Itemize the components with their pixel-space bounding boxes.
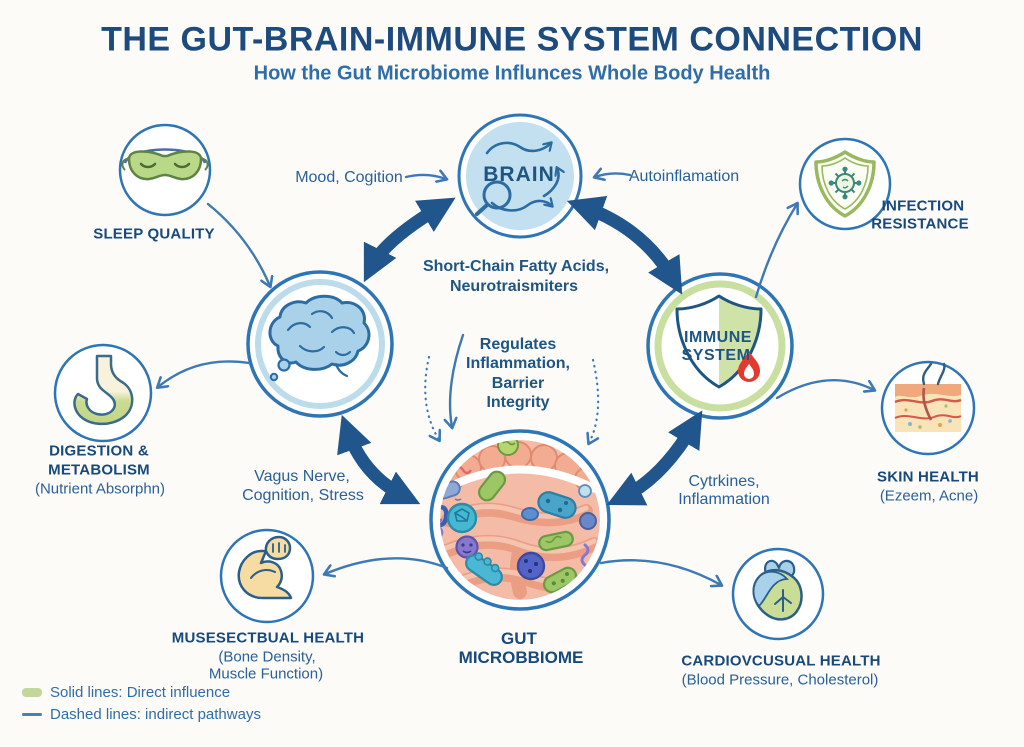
edge-label-mood: Mood, Cogition <box>295 168 403 186</box>
skin-label-1: SKIN HEALTH <box>877 468 979 486</box>
immune-hub-label-2: SYSTEM <box>681 346 751 364</box>
arrow-sleep-to-brain-left <box>206 202 270 286</box>
musculoskeletal-label-2: (Bone Density, <box>218 648 316 666</box>
brain-hub-circle <box>457 113 583 239</box>
dashed-arrow-right-to-gut <box>589 358 600 443</box>
infection-label-2: RESISTANCE <box>871 215 969 233</box>
edge-label-regulates-3: Barrier <box>491 374 545 392</box>
arrow-brain-to-left-brain <box>363 197 456 283</box>
legend-dashed-swatch <box>22 712 42 716</box>
edge-label-vagus-2: Cognition, Stress <box>242 486 364 504</box>
cardiovascular-node-circle <box>731 547 825 641</box>
flexed-arm-icon <box>237 535 293 600</box>
digestion-label-1: DIGESTION & <box>49 442 149 460</box>
arrow-mood-to-brain <box>404 175 446 179</box>
edge-label-scfa-1: Short-Chain Fatty Acids, <box>422 257 610 275</box>
arrow-center-to-gut-solid <box>450 333 465 427</box>
sleep-node-circle <box>118 123 212 217</box>
arrow-immune-to-skin <box>775 379 874 400</box>
arrow-gut-to-cardiovascular <box>599 559 721 585</box>
digestion-node-circle <box>53 343 153 443</box>
brain-pathways-icon <box>475 143 559 216</box>
arrow-gut-to-musculoskeletal <box>325 557 449 574</box>
thin-arrows <box>158 173 874 585</box>
edge-label-cytokines-1: Cytrkines, <box>688 472 760 490</box>
gut-hub-label-2: MICROBBIOME <box>458 648 584 668</box>
legend: Solid lines: Direct influence Dashed lin… <box>22 681 261 725</box>
gut-hub-label-1: GUT <box>501 629 537 649</box>
brain-hub-label: BRAIN <box>483 162 555 186</box>
edge-label-regulates-2: Inflammation, <box>465 354 571 372</box>
arrow-immune-to-infection <box>754 204 797 299</box>
edge-label-vagus-1: Vagus Nerve, <box>254 467 350 485</box>
immune-hub-label-1: IMMUNE <box>684 328 752 346</box>
skin-label-2: (Ezeem, Acne) <box>879 487 979 505</box>
page-title: THE GUT-BRAIN-IMMUNE SYSTEM CONNECTION <box>101 20 923 59</box>
arrow-immune-to-gut <box>606 410 703 506</box>
shield-virus-icon <box>814 150 876 218</box>
legend-solid-text: Solid lines: Direct influence <box>50 683 231 701</box>
legend-solid-swatch <box>22 687 42 697</box>
stomach-icon <box>73 354 134 425</box>
immune-hub-circle <box>646 272 794 420</box>
musculoskeletal-node-circle <box>219 528 315 624</box>
flame-icon <box>738 351 760 382</box>
edge-label-regulates-1: Regulates <box>479 335 557 353</box>
skin-layers-icon <box>894 362 962 432</box>
skin-node-circle <box>880 360 976 456</box>
digestion-label-3: (Nutrient Absorphn) <box>34 480 166 498</box>
thick-arrows <box>337 195 703 506</box>
legend-row-dashed: Dashed lines: indirect pathways <box>22 703 261 725</box>
digestion-label-2: METABOLISM <box>48 461 150 479</box>
sleep-mask-icon <box>121 148 209 181</box>
edge-label-autoinflammation: Autoinflamation <box>628 167 740 185</box>
cardiovascular-label-1: CARDIOVCUSUAL HEALTH <box>681 652 881 670</box>
gut-microbes-icon <box>440 440 600 600</box>
brain-icon <box>268 294 371 382</box>
infection-label-1: INFECTION <box>881 197 965 215</box>
edge-label-regulates-4: Integrity <box>486 393 550 411</box>
musculoskeletal-label-1: MUSESECTBUAL HEALTH <box>171 629 365 647</box>
arrow-left-brain-to-gut <box>337 414 421 505</box>
page-subtitle: How the Gut Microbiome Influnces Whole B… <box>253 62 771 85</box>
legend-row-solid: Solid lines: Direct influence <box>22 681 261 703</box>
heart-icon <box>752 559 803 621</box>
edge-label-cytokines-2: Inflammation <box>678 490 770 508</box>
legend-dashed-text: Dashed lines: indirect pathways <box>50 705 261 723</box>
brain-left-circle <box>246 270 394 418</box>
arrow-brain-left-to-digestion <box>158 360 251 387</box>
cardiovascular-label-2: (Blood Pressure, Cholesterol) <box>681 671 879 689</box>
arrow-autoinflammation-to-brain <box>595 173 632 177</box>
gut-hub-circle <box>429 429 611 611</box>
dashed-arrows <box>424 355 600 443</box>
microbes <box>440 440 597 594</box>
arrow-brain-to-immune <box>566 195 683 295</box>
shield-flame-icon <box>675 294 763 389</box>
edge-label-scfa-2: Neurotraismiters <box>449 277 579 295</box>
sleep-label: SLEEP QUALITY <box>93 225 215 243</box>
musculoskeletal-label-3: Muscle Function) <box>208 665 324 683</box>
dashed-arrow-left-to-gut <box>424 355 439 440</box>
infection-node-circle <box>798 137 892 231</box>
